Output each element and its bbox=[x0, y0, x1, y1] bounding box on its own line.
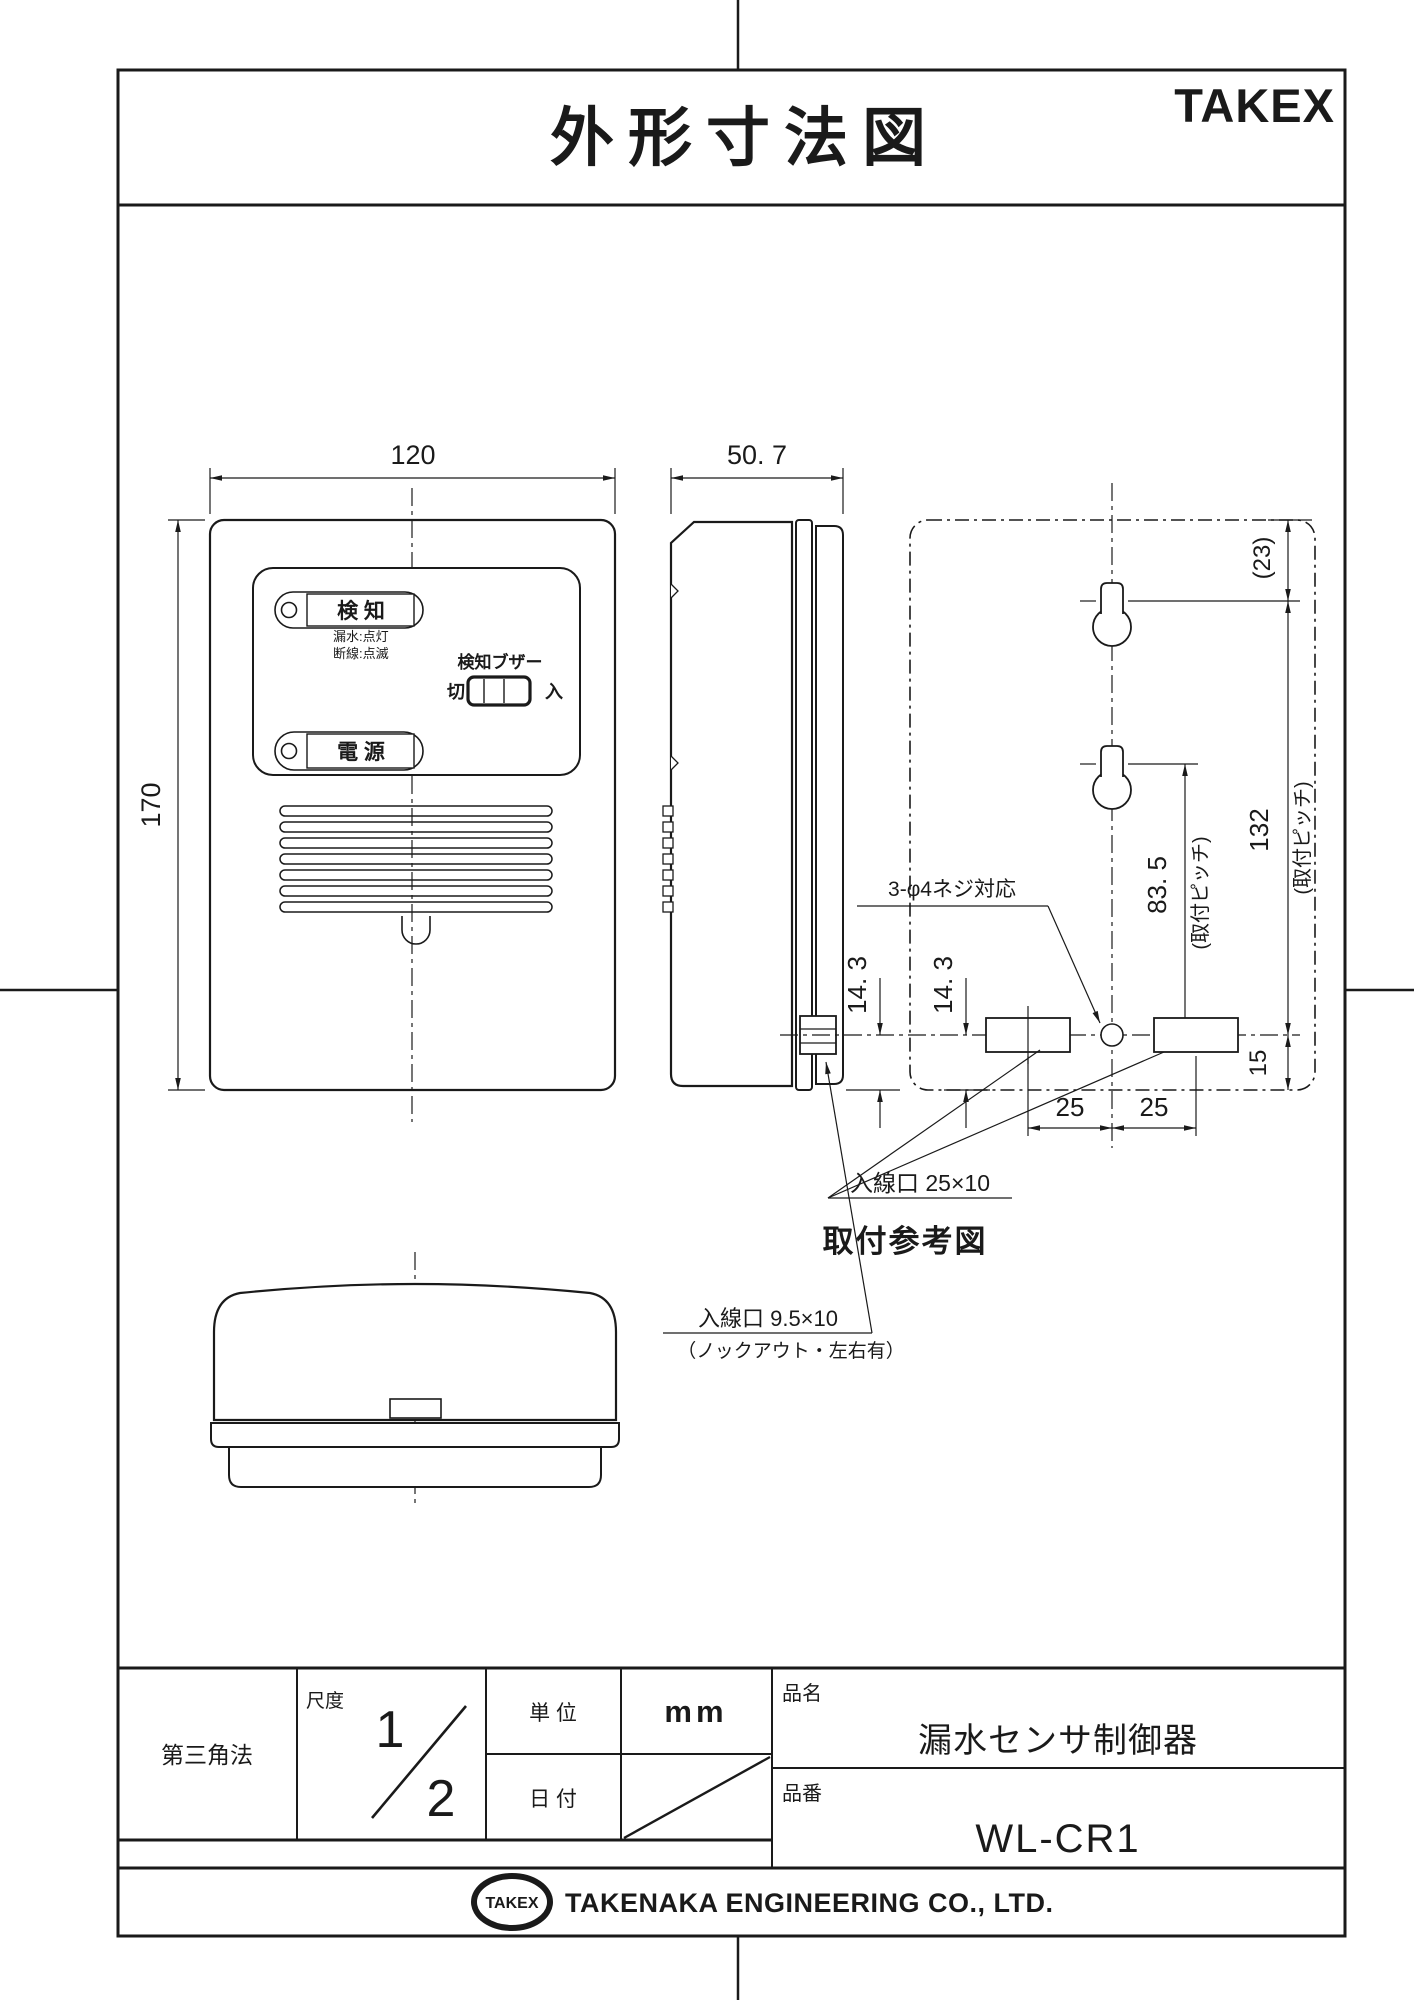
footer: TAKEX TAKENAKA ENGINEERING CO., LTD. bbox=[118, 1866, 1345, 1931]
dim-132: 132 bbox=[1244, 808, 1274, 851]
scale-label: 尺度 bbox=[306, 1690, 344, 1712]
detect-led-icon bbox=[280, 601, 298, 619]
keyhole-slot-upper bbox=[1092, 582, 1132, 647]
mounting-caption: 取付参考図 bbox=[823, 1224, 988, 1259]
dim-25-right: 25 bbox=[1140, 1092, 1169, 1122]
screw-hole bbox=[1100, 1023, 1124, 1047]
power-led-label: 電 源 bbox=[337, 741, 385, 764]
dim-25-left: 25 bbox=[1056, 1092, 1085, 1122]
takex-logo-text: TAKEX bbox=[485, 1895, 538, 1912]
entry-25x10-label: 入線口 25×10 bbox=[850, 1170, 990, 1196]
bottom-rim bbox=[210, 1422, 620, 1448]
bottom-view: 入線口 9.5×10 （ノックアウト・左右有） bbox=[210, 1061, 905, 1506]
page-title: 外形寸法図 bbox=[550, 102, 940, 174]
date-blank-slash bbox=[623, 1755, 771, 1840]
dim-83-5: 83. 5 bbox=[1142, 856, 1172, 914]
screw-label: 3-φ4ネジ対応 bbox=[888, 878, 1016, 901]
date-label: 日 付 bbox=[529, 1788, 577, 1811]
pitch-note-83-5: (取付ピッチ) bbox=[1189, 836, 1212, 949]
entry-9-5x10-note: （ノックアウト・左右有） bbox=[677, 1340, 905, 1362]
side-grille-teeth bbox=[662, 805, 674, 913]
switch-on-label: 入 bbox=[545, 682, 563, 702]
product-name-value: 漏水センサ制御器 bbox=[918, 1722, 1198, 1760]
brand-logo: TAKEX bbox=[1174, 79, 1335, 132]
buzzer-switch: 検知ブザー 切 入 bbox=[447, 652, 563, 707]
side-depth-dim: 50. 7 bbox=[727, 440, 787, 470]
scale-slash bbox=[371, 1705, 467, 1819]
detect-led-label: 検 知 bbox=[337, 599, 385, 623]
front-height-dim: 170 bbox=[136, 782, 166, 827]
speaker-grille bbox=[279, 805, 553, 945]
pitch-note-132: (取付ピッチ) bbox=[1291, 781, 1314, 894]
side-mid-plate bbox=[795, 519, 813, 1091]
company-name: TAKENAKA ENGINEERING CO., LTD. bbox=[565, 1888, 1054, 1918]
scale-denominator: 2 bbox=[427, 1770, 456, 1828]
dim-23: (23) bbox=[1249, 537, 1276, 580]
slide-switch bbox=[466, 675, 532, 707]
front-view: 120 170 検 知 漏水:点灯 断線:点滅 検知ブザー 切 入 bbox=[136, 440, 617, 1122]
side-cover bbox=[669, 520, 794, 1088]
power-indicator: 電 源 bbox=[274, 731, 424, 771]
title-block: 第三角法 尺度 1 2 単 位 mm 日 付 品名 漏水センサ制御器 品番 WL… bbox=[118, 1666, 1345, 1868]
entry-cutout-right bbox=[1153, 1017, 1239, 1053]
buzzer-label: 検知ブザー bbox=[458, 652, 543, 672]
side-view: 50. 7 14. 3 bbox=[662, 440, 900, 1128]
takex-logo-icon bbox=[471, 1873, 553, 1931]
mounting-outline bbox=[909, 519, 1316, 1091]
detect-indicator: 検 知 bbox=[274, 591, 424, 629]
power-led-icon bbox=[280, 742, 298, 760]
product-name-label: 品名 bbox=[782, 1682, 822, 1705]
unit-value: mm bbox=[664, 1694, 727, 1729]
bottom-dome bbox=[212, 1282, 618, 1422]
mounting-diagram: (23) 132 (取付ピッチ) 15 83. 5 (取付ピッチ) 14. 3 … bbox=[780, 483, 1316, 1259]
side-entry-dim: 14. 3 bbox=[842, 956, 872, 1014]
product-number-label: 品番 bbox=[782, 1782, 822, 1805]
side-back-plate bbox=[815, 525, 844, 1085]
mounting-entry-dim: 14. 3 bbox=[928, 956, 958, 1014]
switch-off-label: 切 bbox=[447, 682, 465, 702]
entry-9-5x10-label: 入線口 9.5×10 bbox=[698, 1306, 838, 1331]
projection-label: 第三角法 bbox=[161, 1742, 253, 1768]
unit-label: 単 位 bbox=[529, 1702, 577, 1725]
bottom-base bbox=[228, 1446, 602, 1488]
detect-note-2: 断線:点滅 bbox=[333, 646, 389, 661]
grille-tab bbox=[401, 916, 431, 945]
scale-numerator: 1 bbox=[376, 1701, 405, 1759]
product-number-value: WL-CR1 bbox=[975, 1817, 1140, 1861]
dim-15: 15 bbox=[1245, 1050, 1272, 1077]
keyhole-slot-lower bbox=[1092, 745, 1132, 810]
detect-note-1: 漏水:点灯 bbox=[333, 629, 389, 644]
bottom-knockout bbox=[389, 1398, 442, 1419]
front-width-dim: 120 bbox=[390, 440, 435, 470]
